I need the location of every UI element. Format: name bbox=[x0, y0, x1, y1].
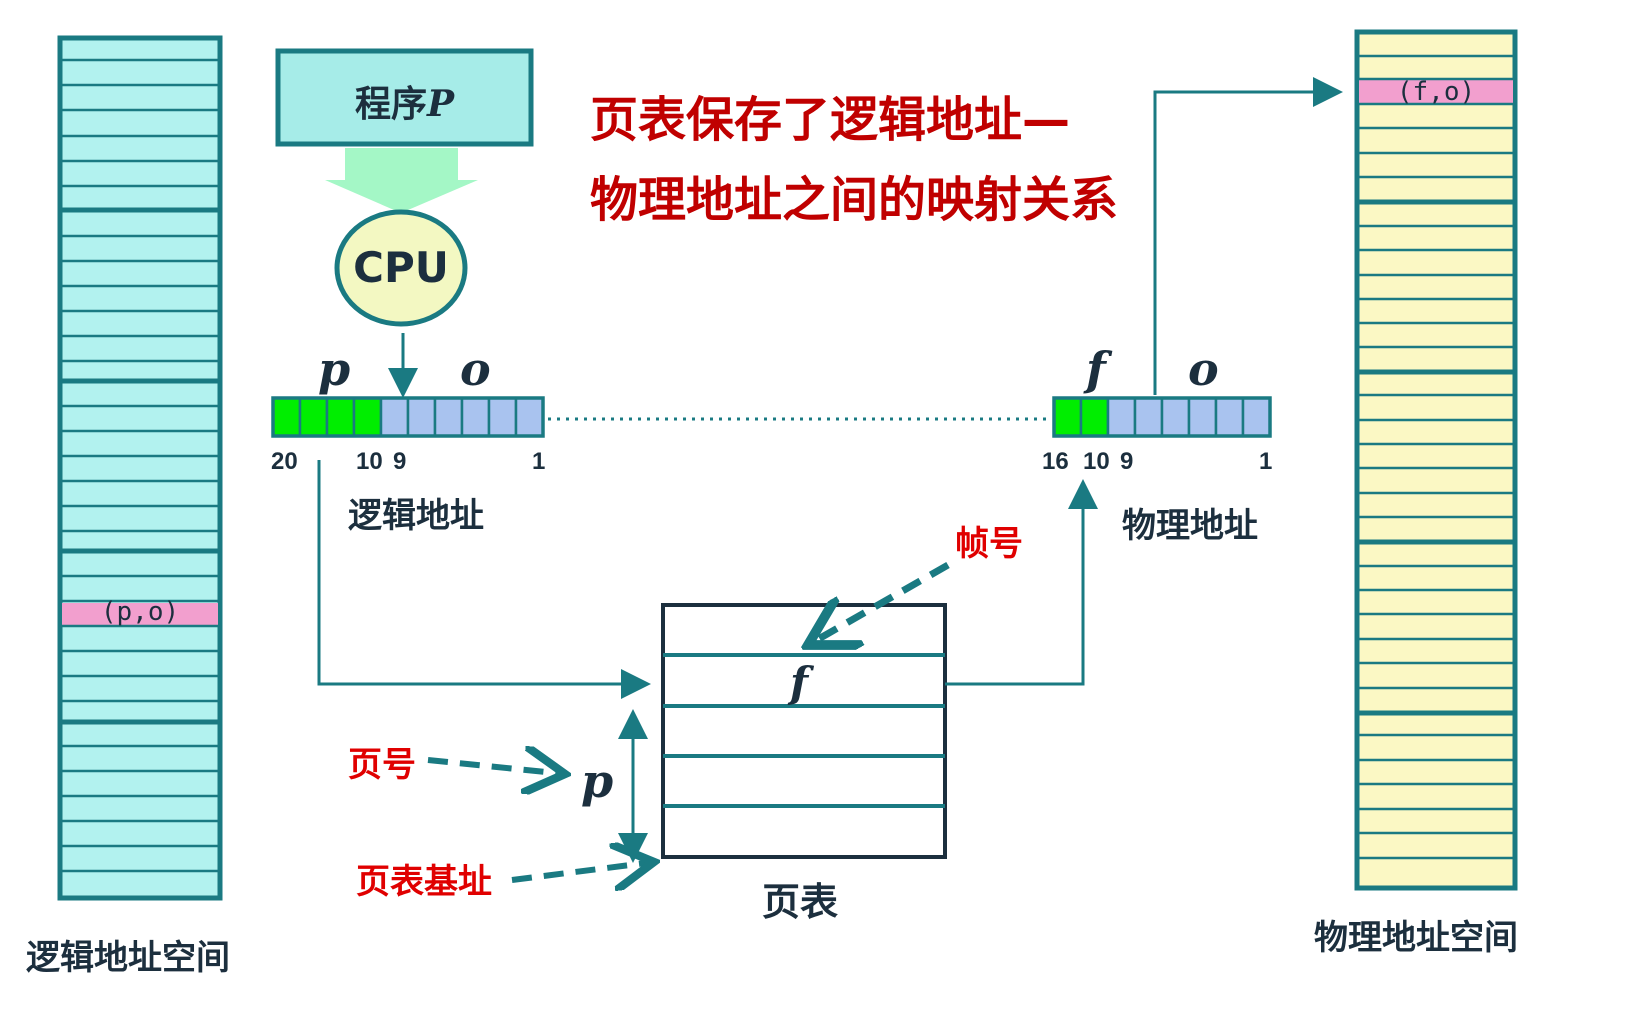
frame-to-physical-address-arrow bbox=[945, 479, 1098, 686]
offset-bit-cell bbox=[1106, 396, 1137, 438]
cpu-circle bbox=[334, 209, 468, 327]
physical-address-to-memory-arrow bbox=[1153, 77, 1343, 395]
logical-bit-1: 1 bbox=[532, 448, 546, 475]
logical-address-space-column bbox=[57, 35, 223, 901]
logical-page-var: p bbox=[318, 342, 351, 396]
logical-bit-20: 20 bbox=[271, 448, 298, 475]
logical-space-label: 逻辑地址空间 bbox=[26, 938, 230, 978]
physical-address-space-column bbox=[1354, 29, 1518, 891]
offset-bit-cell bbox=[433, 396, 464, 438]
register-border bbox=[271, 396, 545, 438]
register-border bbox=[1052, 396, 1272, 438]
offset-bit-cell bbox=[1241, 396, 1272, 438]
offset-bit-cell bbox=[1133, 396, 1164, 438]
page-table-base-dashed-arrow bbox=[511, 862, 654, 880]
number-bit-cell bbox=[1052, 396, 1083, 438]
offset-bit-cell bbox=[487, 396, 518, 438]
page-number-dashed-arrow bbox=[427, 760, 565, 774]
logical-address-label: 逻辑地址 bbox=[348, 496, 484, 536]
physical-address-register bbox=[1052, 396, 1272, 438]
offset-bit-cell bbox=[1160, 396, 1191, 438]
number-bit-cell bbox=[1079, 396, 1110, 438]
title-line-2: 物理地址之间的映射关系 bbox=[590, 172, 1119, 228]
physical-address-label: 物理地址 bbox=[1122, 506, 1258, 546]
page-number-label: 页号 bbox=[348, 745, 416, 785]
physical-highlight-row bbox=[1359, 80, 1513, 104]
page-table-base-label: 页表基址 bbox=[356, 862, 492, 902]
page-table bbox=[661, 603, 947, 859]
page-table-label: 页表 bbox=[762, 880, 839, 924]
offset-bit-cell bbox=[1214, 396, 1245, 438]
program-label: 程序P bbox=[278, 84, 531, 125]
number-bit-cell bbox=[298, 396, 329, 438]
offset-bit-cell bbox=[514, 396, 545, 438]
logical-highlight-row bbox=[62, 603, 218, 625]
frame-number-label: 帧号 bbox=[955, 524, 1023, 564]
physical-bit-1: 1 bbox=[1259, 448, 1273, 475]
page-number-to-table-arrow bbox=[317, 460, 651, 699]
logical-bit-10: 10 bbox=[356, 448, 383, 475]
frame-number-dashed-arrow bbox=[808, 561, 950, 645]
logical-bit-9: 9 bbox=[393, 448, 407, 475]
logical-space-tuple: (p,o) bbox=[100, 597, 180, 627]
page-number-var: p bbox=[581, 754, 614, 808]
physical-offset-var: o bbox=[1188, 342, 1219, 396]
logical-offset-var: o bbox=[460, 342, 491, 396]
program-label-text: 程序 bbox=[354, 84, 427, 125]
physical-bit-16: 16 bbox=[1042, 448, 1069, 475]
cpu-label: CPU bbox=[353, 243, 449, 292]
program-var: P bbox=[426, 83, 455, 125]
logical-address-register bbox=[271, 396, 545, 438]
physical-bit-10: 10 bbox=[1083, 448, 1110, 475]
offset-bit-cell bbox=[460, 396, 491, 438]
program-to-cpu-arrow bbox=[325, 148, 478, 213]
page-table-entry-var: f bbox=[790, 658, 809, 707]
offset-bit-cell bbox=[406, 396, 437, 438]
physical-space-tuple: (f,o) bbox=[1396, 77, 1476, 107]
physical-bit-9: 9 bbox=[1120, 448, 1134, 475]
number-bit-cell bbox=[352, 396, 383, 438]
offset-bit-cell bbox=[1187, 396, 1218, 438]
title-line-1: 页表保存了逻辑地址— bbox=[590, 92, 1071, 148]
number-bit-cell bbox=[325, 396, 356, 438]
program-box bbox=[275, 48, 534, 147]
number-bit-cell bbox=[271, 396, 302, 438]
offset-bit-cell bbox=[379, 396, 410, 438]
physical-space-label: 物理地址空间 bbox=[1314, 918, 1518, 958]
physical-frame-var: f bbox=[1086, 342, 1106, 396]
